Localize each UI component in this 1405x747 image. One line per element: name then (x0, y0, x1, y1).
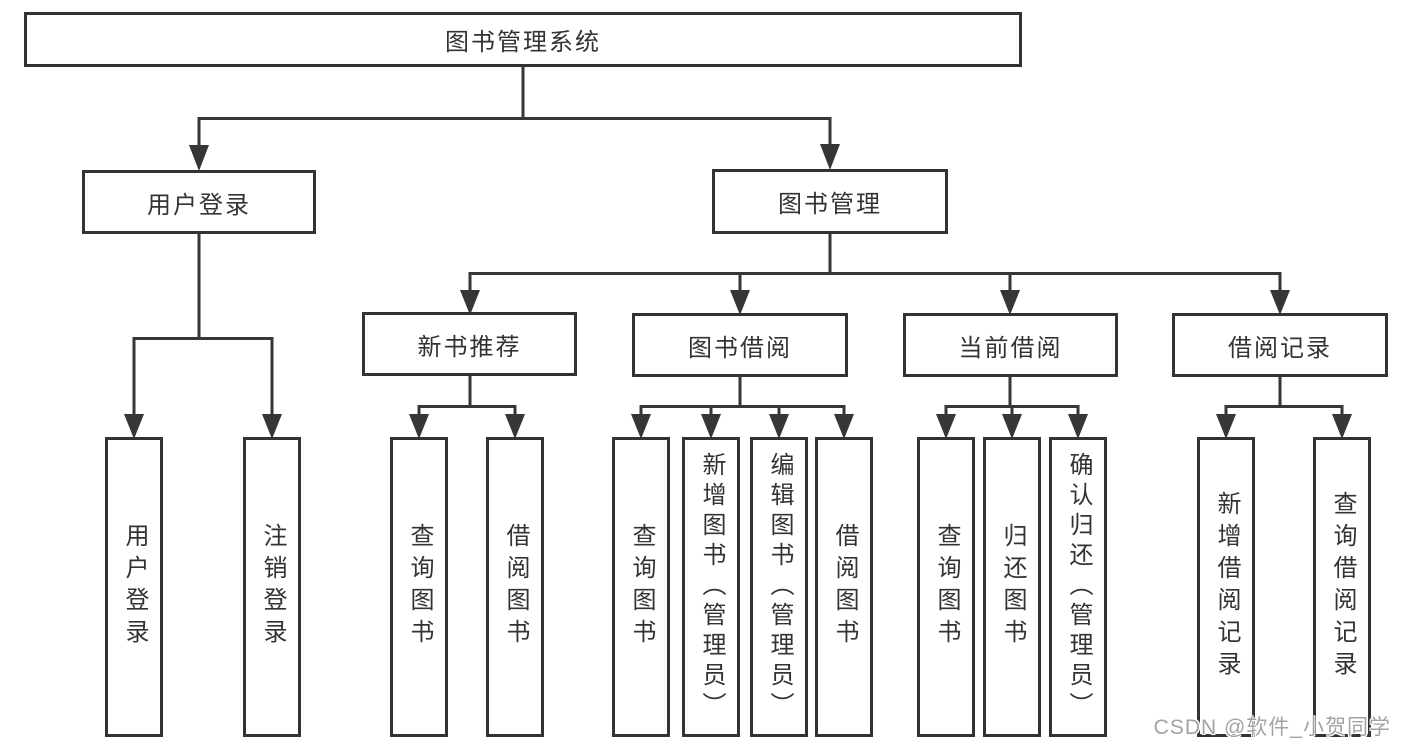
edge-current-borrow-to-leaves (936, 377, 1088, 439)
node-root-label: 图书管理系统 (445, 29, 601, 56)
leaf-query-books-borrow: 查询图书 (612, 437, 670, 737)
arrowhead (701, 414, 721, 439)
arrowhead (1002, 414, 1022, 439)
edge-new-book-recommend-to-leaves (409, 376, 525, 439)
arrowhead (1000, 290, 1020, 315)
arrowhead (1216, 414, 1236, 439)
edge-borrow-records-to-leaves (1216, 377, 1352, 439)
node-book-borrow: 图书借阅 (632, 313, 848, 377)
leaf-add-book-admin-label: 新增图书（管理员） (698, 452, 725, 722)
leaf-query-books-recommend-label: 查询图书 (406, 523, 433, 651)
arrowhead (1332, 414, 1352, 439)
node-new-book-recommend: 新书推荐 (362, 312, 577, 376)
arrowhead (262, 414, 282, 439)
leaf-borrow-books-recommend-label: 借阅图书 (502, 523, 529, 651)
arrowhead (631, 414, 651, 439)
leaf-user-login-label: 用户登录 (121, 523, 148, 651)
leaf-query-books-recommend: 查询图书 (390, 437, 448, 737)
leaf-borrow-books-recommend: 借阅图书 (486, 437, 544, 737)
node-borrow-records: 借阅记录 (1172, 313, 1388, 377)
leaf-user-login: 用户登录 (105, 437, 163, 737)
leaf-query-books-borrow-label: 查询图书 (628, 523, 655, 651)
leaf-query-borrow-record-label: 查询借阅记录 (1329, 491, 1356, 683)
arrowhead (936, 414, 956, 439)
leaf-confirm-return-admin: 确认归还（管理员） (1049, 437, 1107, 737)
node-root: 图书管理系统 (24, 12, 1022, 67)
node-book-borrow-label: 图书借阅 (688, 334, 792, 362)
arrowhead (730, 290, 750, 315)
leaf-add-borrow-record-label: 新增借阅记录 (1213, 491, 1240, 683)
node-current-borrow-label: 当前借阅 (958, 334, 1063, 362)
leaf-return-books-label: 归还图书 (999, 523, 1026, 651)
edge-book-borrow-to-leaves (631, 377, 854, 439)
arrowhead (820, 144, 840, 170)
edge-root-to-level2 (189, 67, 840, 171)
leaf-borrow-books: 借阅图书 (815, 437, 873, 737)
node-borrow-records-label: 借阅记录 (1228, 334, 1332, 362)
leaf-add-book-admin: 新增图书（管理员） (682, 437, 740, 737)
arrowhead (189, 145, 209, 171)
edge-user-login-to-leaves (124, 234, 282, 439)
leaf-return-books: 归还图书 (983, 437, 1041, 737)
node-book-management-label: 图书管理 (778, 191, 882, 218)
node-current-borrow: 当前借阅 (903, 313, 1118, 377)
arrowhead (769, 414, 789, 439)
arrowhead (409, 414, 429, 439)
watermark: CSDN @软件_小贺同学 (1153, 716, 1391, 739)
arrowhead (460, 290, 480, 315)
leaf-borrow-books-label: 借阅图书 (831, 523, 858, 651)
edge-book-management-to-level3 (460, 234, 1290, 315)
leaf-confirm-return-admin-label: 确认归还（管理员） (1065, 452, 1092, 722)
arrowhead (124, 414, 144, 439)
node-new-book-recommend-label: 新书推荐 (417, 333, 522, 361)
arrowhead (1270, 290, 1290, 315)
leaf-edit-book-admin: 编辑图书（管理员） (750, 437, 808, 737)
leaf-logout: 注销登录 (243, 437, 301, 737)
arrowhead (834, 414, 854, 439)
leaf-query-books-current-label: 查询图书 (933, 523, 960, 651)
arrowhead (1068, 414, 1088, 439)
leaf-query-books-current: 查询图书 (917, 437, 975, 737)
leaf-add-borrow-record: 新增借阅记录 (1197, 437, 1255, 737)
node-user-login: 用户登录 (82, 170, 316, 234)
node-book-management: 图书管理 (712, 169, 948, 234)
arrowhead (505, 414, 525, 439)
leaf-edit-book-admin-label: 编辑图书（管理员） (766, 452, 793, 722)
leaf-query-borrow-record: 查询借阅记录 (1313, 437, 1371, 737)
leaf-logout-label: 注销登录 (259, 523, 286, 651)
node-user-login-label: 用户登录 (147, 191, 251, 219)
